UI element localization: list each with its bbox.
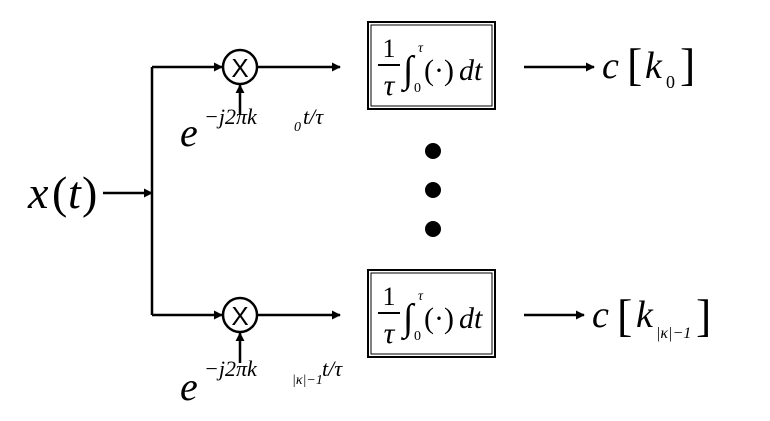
branch-top-integrator-block: 1 τ ∫ τ 0 (·) dt [367, 21, 496, 110]
branch-top-output-label: c [ k 0 ] [602, 39, 695, 92]
branch-bottom-output-k: k [636, 294, 654, 336]
input-paren-close: ) [82, 167, 97, 218]
input-signal-label: x ( t ) [27, 167, 97, 218]
branch-top-multiplier-symbol: X [231, 53, 248, 83]
branch-top-output-sub: 0 [666, 72, 675, 92]
branch-top-output-c: c [602, 45, 619, 87]
branch-top-integrator-num: 1 [383, 34, 396, 63]
branch-top-integral-upper: τ [418, 41, 424, 56]
branch-top-phasor-sub: 0 [294, 120, 301, 135]
branch-bottom-output-sub: |κ|−1 [656, 325, 691, 342]
branch-bottom-integrator-block: 1 τ ∫ τ 0 (·) dt [367, 269, 496, 358]
input-x: x [27, 167, 49, 218]
branch-bottom: X e −j2πk |κ|−1 t/τ 1 τ ∫ τ 0 (·) dt c [… [152, 269, 711, 409]
branch-bottom-phasor-tail: t/τ [322, 356, 343, 381]
branch-bottom-integral-dt: dt [459, 302, 483, 335]
branch-bottom-integral-upper: τ [418, 289, 424, 304]
branch-bottom-phasor-sub: |κ|−1 [292, 373, 323, 388]
branch-top-output-k: k [645, 45, 663, 87]
branch-bottom-output-lbracket: [ [617, 290, 632, 341]
ellipsis-dot-3 [425, 221, 441, 237]
branch-top-phasor-e: e [180, 110, 198, 155]
branch-bottom-integral-lower: 0 [414, 329, 421, 344]
branch-bottom-phasor-label: e −j2πk |κ|−1 t/τ [180, 356, 343, 409]
ellipsis-dot-2 [425, 182, 441, 198]
input-paren-open: ( [52, 167, 67, 218]
branch-bottom-integral-body: (·) [424, 302, 454, 335]
branch-top-output-rbracket: ] [680, 39, 695, 90]
branch-top-integral-sign: ∫ [401, 49, 416, 93]
branch-bottom-multiplier [221, 296, 259, 334]
branch-top-integral-lower: 0 [414, 81, 421, 96]
branch-top-phasor-exp: −j2πk [204, 104, 258, 129]
branch-bottom-phasor-exp: −j2πk [204, 356, 258, 381]
branch-bottom-output-label: c [ k |κ|−1 ] [592, 290, 711, 342]
branch-top-phasor-label: e −j2πk 0 t/τ [180, 104, 324, 155]
branch-bottom-integrator-den: τ [384, 317, 396, 350]
branch-top-integral-dt: dt [459, 54, 483, 87]
branch-bottom-integral-sign: ∫ [401, 297, 416, 341]
branch-top-integral-body: (·) [424, 54, 454, 87]
branch-bottom-multiplier-symbol: X [231, 301, 248, 331]
branch-top-output-lbracket: [ [627, 39, 642, 90]
branch-bottom-phasor-e: e [180, 364, 198, 409]
branch-bottom-integrator-num: 1 [383, 282, 396, 311]
branch-bottom-output-c: c [592, 294, 609, 336]
branch-top-phasor-tail: t/τ [303, 104, 324, 129]
branch-top-multiplier [221, 48, 259, 86]
ellipsis-dot-1 [425, 143, 441, 159]
input-t: t [68, 167, 82, 218]
branch-bottom-output-rbracket: ] [696, 290, 711, 341]
branch-top: X e −j2πk 0 t/τ 1 τ ∫ τ 0 (·) dt c [ k 0 [152, 21, 695, 155]
branch-top-integrator-den: τ [384, 69, 396, 102]
